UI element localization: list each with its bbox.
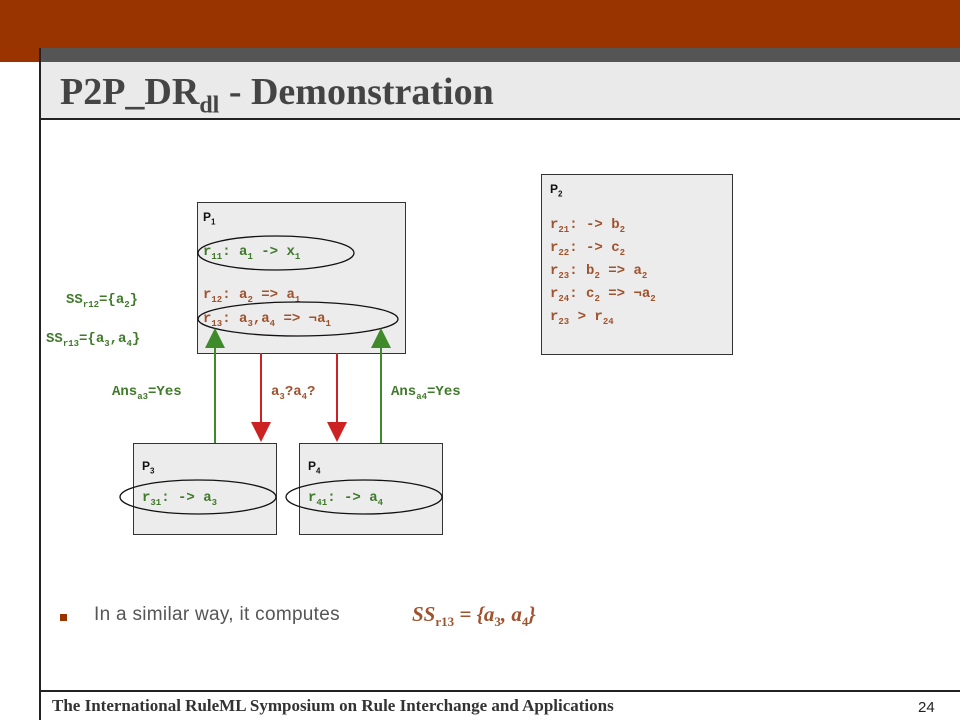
peer-p3-box (133, 443, 277, 535)
support-set-r13: SSr13={a3,a4} (46, 331, 141, 349)
peer-p4-name: P4 (308, 459, 321, 476)
answer-a4: Ansa4=Yes (391, 384, 461, 402)
query-label: a3?a4? (271, 384, 316, 402)
highlight-r31 (119, 479, 277, 515)
rule-r21: r21: -> b2 (550, 217, 626, 235)
peer-p3-name: P3 (142, 459, 155, 476)
highlight-r13 (197, 301, 399, 337)
rule-r31: r31: -> a3 (142, 490, 218, 508)
peer-p4-box (299, 443, 443, 535)
title-band (41, 62, 960, 118)
support-set-r12: SSr12={a2} (66, 292, 139, 310)
highlight-r11 (197, 235, 355, 271)
peer-p1-name: P1 (203, 210, 216, 227)
rule-r12: r12: a2 => a1 (203, 287, 301, 305)
bullet-marker (60, 614, 67, 621)
title-underline (41, 118, 960, 120)
rule-r41: r41: -> a4 (308, 490, 384, 508)
footer-text: The International RuleML Symposium on Ru… (52, 696, 614, 715)
footer-rule (41, 690, 960, 692)
highlight-r41 (285, 479, 443, 515)
peer-p2-name: P2 (550, 182, 563, 199)
peer-p2-box (541, 174, 733, 355)
header-bar (0, 0, 960, 48)
bullet-text: In a similar way, it computes (94, 604, 340, 625)
left-rule (39, 48, 41, 720)
rule-r11: r11: a1 -> x1 (203, 244, 301, 262)
rule-priority: r23 > r24 (550, 309, 614, 327)
rule-r23: r23: b2 => a2 (550, 263, 648, 281)
rule-r24: r24: c2 => ¬a2 (550, 286, 656, 304)
page-number: 24 (918, 699, 935, 716)
header-corner (0, 0, 40, 62)
bullet-formula: SSr13 = {a3, a4} (412, 602, 536, 630)
answer-a3: Ansa3=Yes (112, 384, 182, 402)
header-strip (40, 48, 960, 62)
rule-r13: r13: a3,a4 => ¬a1 (203, 311, 331, 329)
slide-title: P2P_DRdl - Demonstration (60, 71, 494, 119)
rule-r22: r22: -> c2 (550, 240, 626, 258)
